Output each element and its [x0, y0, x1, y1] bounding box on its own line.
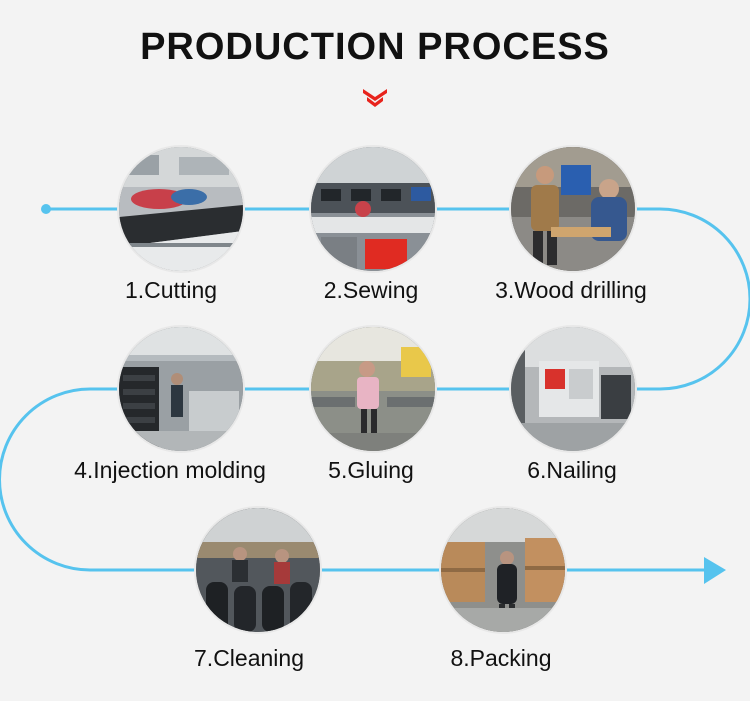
- arrow-right-icon: [704, 557, 726, 584]
- step-label-nailing: 6.Nailing: [527, 457, 617, 483]
- step-photo-injection-molding: [119, 327, 243, 451]
- step-photo-packing: [441, 508, 565, 632]
- step-photo-cleaning: [196, 508, 320, 632]
- step-photo-cutting: [119, 147, 243, 271]
- page-title: PRODUCTION PROCESS: [140, 26, 610, 68]
- step-photo-gluing: [311, 327, 435, 451]
- step-photo-sewing: [311, 147, 435, 271]
- step-label-injection-molding: 4.Injection molding: [74, 457, 266, 483]
- step-photo-wood-drilling: [511, 147, 635, 271]
- double-chevron-down-icon: [363, 89, 387, 107]
- step-label-sewing: 2.Sewing: [323, 277, 419, 303]
- step-label-gluing: 5.Gluing: [328, 457, 414, 483]
- step-label-cutting: 1.Cutting: [124, 277, 218, 303]
- step-label-cleaning: 7.Cleaning: [194, 645, 304, 671]
- step-label-packing: 8.Packing: [450, 645, 552, 671]
- step-photo-nailing: [511, 327, 635, 451]
- flow-start-dot: [41, 204, 51, 214]
- step-label-wood-drilling: 3.Wood drilling: [495, 277, 647, 303]
